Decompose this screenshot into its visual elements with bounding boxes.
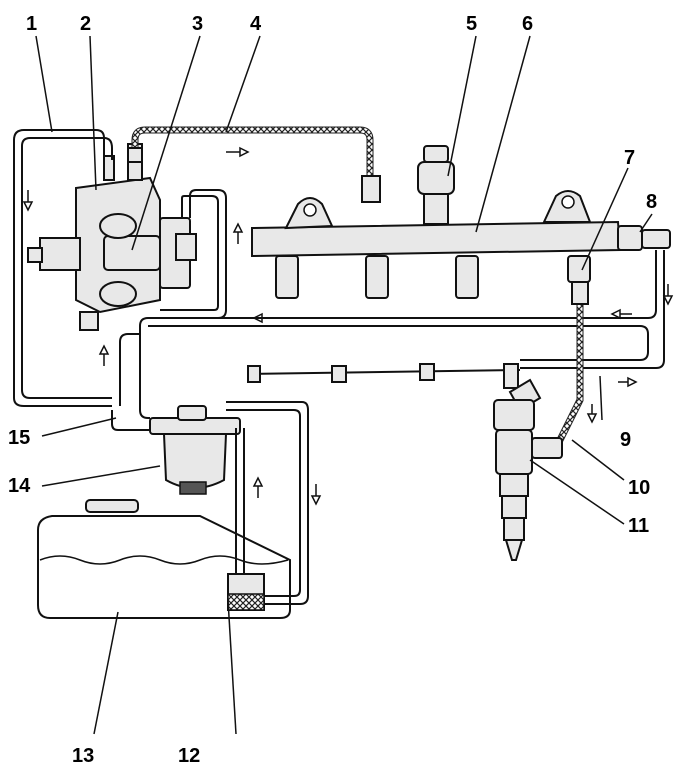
fuel-filter [149, 405, 241, 495]
callout-14: 14 [8, 475, 31, 497]
callout-8: 8 [646, 191, 657, 213]
rail-pressure-sensor [417, 145, 455, 225]
callout-10: 10 [628, 477, 650, 499]
leader-lines [35, 35, 653, 735]
pre-supply-pump [227, 573, 265, 611]
high-pressure-line [132, 127, 373, 180]
injector-pipe [557, 282, 583, 442]
callout-12: 12 [178, 745, 200, 767]
callout-1: 1 [26, 13, 37, 35]
high-pressure-pump [27, 143, 197, 331]
common-rail [251, 190, 671, 299]
callout-13: 13 [72, 745, 94, 767]
injector [493, 378, 563, 561]
callout-3: 3 [192, 13, 203, 35]
flow-arrows [22, 146, 674, 506]
callout-9: 9 [620, 429, 631, 451]
pressure-limiting-valve [617, 225, 643, 251]
fuel-metering-unit [103, 235, 161, 271]
callout-6: 6 [522, 13, 533, 35]
fuel-tank [37, 499, 291, 619]
callout-5: 5 [466, 13, 477, 35]
callout-4: 4 [250, 13, 262, 35]
callout-2: 2 [80, 13, 91, 35]
callout-7: 7 [624, 147, 635, 169]
callout-11: 11 [628, 515, 649, 537]
callout-15: 15 [8, 427, 30, 449]
tank-filler-cap [85, 499, 139, 513]
